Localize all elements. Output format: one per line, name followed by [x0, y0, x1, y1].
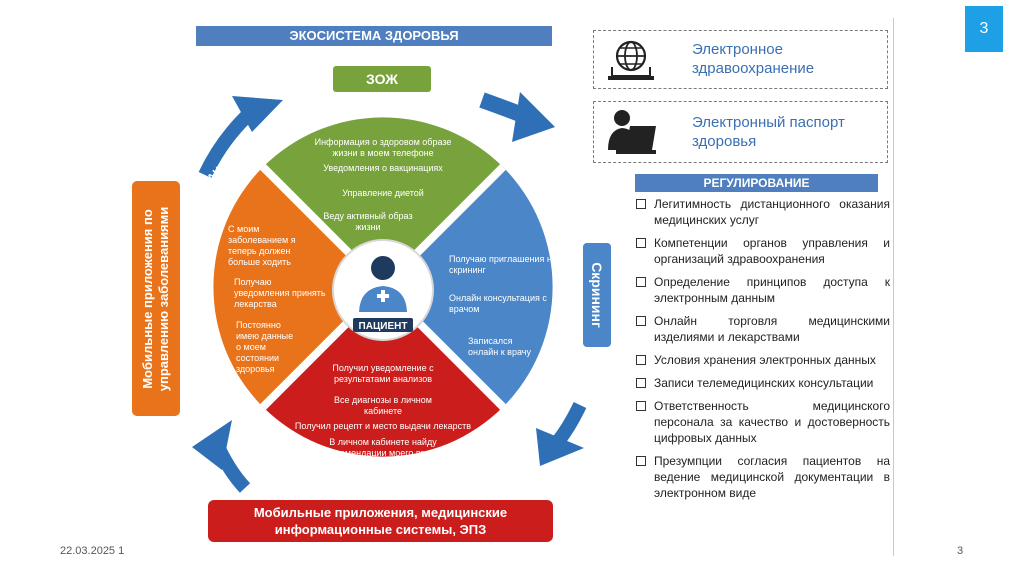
- regulation-item: Компетенции органов управления и организ…: [634, 235, 890, 267]
- checkbox-icon: [636, 355, 646, 365]
- globe-laptop-icon: [608, 40, 654, 80]
- checkbox-icon: [636, 238, 646, 248]
- sector-bottom-item-1: Получил уведомление с результатами анали…: [332, 363, 434, 384]
- sector-left-item-3: Постоянно имею данные о моем состоянии з…: [236, 320, 294, 374]
- sector-top-item-1: Информация о здоровом образе жизни в мое…: [314, 137, 452, 158]
- sector-bottom: [263, 287, 503, 457]
- sector-right: [383, 167, 553, 407]
- regulation-title: РЕГУЛИРОВАНИЕ: [635, 174, 878, 192]
- card-e-health-label: Электронное здравоохранение: [692, 41, 815, 77]
- regulation-item: Условия хранения электронных данных: [634, 352, 890, 368]
- sector-top-item-2: Уведомления о вакцинациях: [323, 163, 443, 173]
- person-laptop-icon: [608, 110, 656, 154]
- slide-number-badge: 3: [965, 6, 1003, 52]
- patient-icon: [359, 256, 407, 312]
- arrow-top-left-head: [232, 96, 283, 132]
- sector-top-item-3: Управление диетой: [342, 188, 424, 198]
- screening-label: Скрининг: [589, 262, 605, 328]
- sector-bottom-item-3: Получил рецепт и место выдачи лекарств: [294, 421, 472, 431]
- regulation-item: Презумпции согласия пациентов на ведение…: [634, 453, 890, 501]
- regulation-item: Онлайн торговля медицинскими изделиями и…: [634, 313, 890, 345]
- regulation-item: Определение принципов доступа к электрон…: [634, 274, 890, 306]
- zozh-badge: ЗОЖ: [333, 66, 431, 92]
- sector-left-item-2: Получаю уведомления принять лекарства: [234, 277, 326, 309]
- sector-top-item-4: Веду активный образ жизни: [323, 211, 413, 232]
- mobile-apps-mis-bar: Мобильные приложения, медицинские информ…: [208, 500, 553, 542]
- diagram-title: ЭКОСИСТЕМА ЗДОРОВЬЯ: [196, 26, 552, 46]
- sector-top: [263, 117, 503, 287]
- sector-right-item-3: Записался онлайн к врачу: [468, 336, 531, 357]
- checkbox-icon: [636, 199, 646, 209]
- center-label: ПАЦИЕНТ: [359, 321, 408, 332]
- mobile-apps-mis-label: Мобильные приложения, медицинские информ…: [253, 505, 508, 537]
- sector-right-item-1: Получаю приглашения на скрининг: [449, 254, 557, 275]
- checkbox-icon: [636, 401, 646, 411]
- screening-badge: Скрининг: [583, 243, 611, 347]
- checkbox-icon: [636, 378, 646, 388]
- sector-bottom-item-4: В личном кабинете найду рекомендации мое…: [325, 437, 441, 458]
- mobile-apps-disease-mgmt-label: Мобильные приложения по управлению забол…: [140, 206, 171, 391]
- sector-left-item-1: С моим заболеванием я теперь должен боль…: [228, 224, 296, 267]
- checkbox-icon: [636, 456, 646, 466]
- footer-date: 22.03.2025 1: [60, 545, 125, 557]
- checkbox-icon: [636, 277, 646, 287]
- regulation-item: Записи телемедицинских консультации: [634, 375, 890, 391]
- mobile-apps-disease-mgmt: Мобильные приложения по управлению забол…: [132, 181, 180, 416]
- checkbox-icon: [636, 316, 646, 326]
- regulation-item: Ответственность медицинского персонала з…: [634, 398, 890, 446]
- regulation-list: Легитимность дистанционного оказания мед…: [634, 196, 890, 508]
- arrow-top-right-head: [512, 92, 555, 142]
- regulation-item: Легитимность дистанционного оказания мед…: [634, 196, 890, 228]
- sector-left-title: УПРАВЛЕНИЕ ЗАБОЛЕВАНИЕМ И РЕАБИЛИТАЦИЯ: [0, 0, 232, 404]
- card-e-health: Электронное здравоохранение: [593, 30, 888, 89]
- arrow-bottom-left-head: [192, 420, 232, 470]
- center-label-bg: [353, 318, 413, 332]
- card-e-passport-label: Электронный паспорт здоровья: [692, 114, 845, 150]
- card-e-passport: Электронный паспорт здоровья: [593, 101, 888, 163]
- footer-page-number: 3: [957, 545, 964, 557]
- arrow-bottom-right-head: [536, 428, 584, 466]
- sector-left: [213, 167, 383, 407]
- vertical-divider: [893, 18, 894, 556]
- sector-bottom-item-2: Все диагнозы в личном кабинете: [334, 395, 432, 416]
- sector-right-item-2: Онлайн консультация с врачом: [449, 293, 547, 314]
